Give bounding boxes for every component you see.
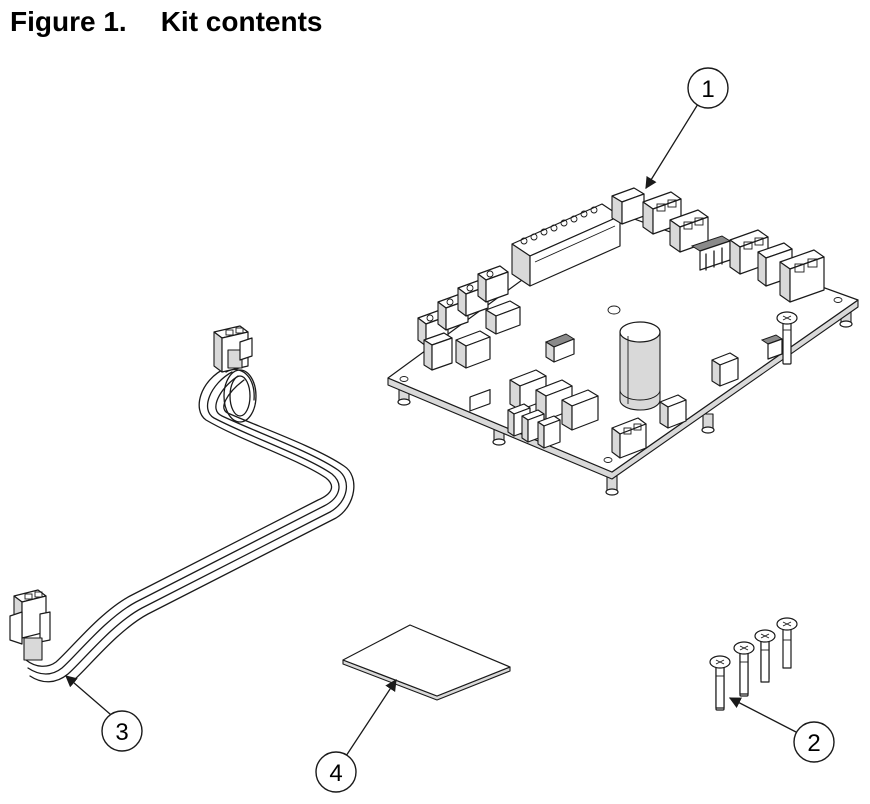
top-right-connectors <box>611 187 825 303</box>
screw <box>776 311 798 365</box>
right-connectors <box>611 334 784 459</box>
callout-4: 4 <box>315 679 397 793</box>
figure-title: Figure 1. Kit contents <box>10 6 322 38</box>
left-connectors <box>417 265 521 371</box>
callout-1-label: 1 <box>701 76 714 103</box>
callout-2: 2 <box>728 697 835 763</box>
adhesive-pad <box>342 624 511 701</box>
small-chip <box>544 333 576 363</box>
callout-2-label: 2 <box>807 730 820 757</box>
screws <box>709 311 798 711</box>
figure-number: Figure 1. <box>10 6 127 37</box>
capacitor <box>619 321 661 411</box>
figure-caption: Kit contents <box>160 6 323 37</box>
terminal-strip <box>511 203 621 287</box>
top-harness-connector <box>213 325 253 373</box>
callout-3: 3 <box>65 675 143 752</box>
bottom-harness-connector <box>9 589 51 661</box>
circuit-board <box>387 187 859 496</box>
wire-harness <box>9 325 355 683</box>
callout-1: 1 <box>645 67 729 189</box>
callout-3-label: 3 <box>115 719 128 746</box>
callout-4-label: 4 <box>329 760 342 787</box>
relay-group <box>469 369 599 449</box>
